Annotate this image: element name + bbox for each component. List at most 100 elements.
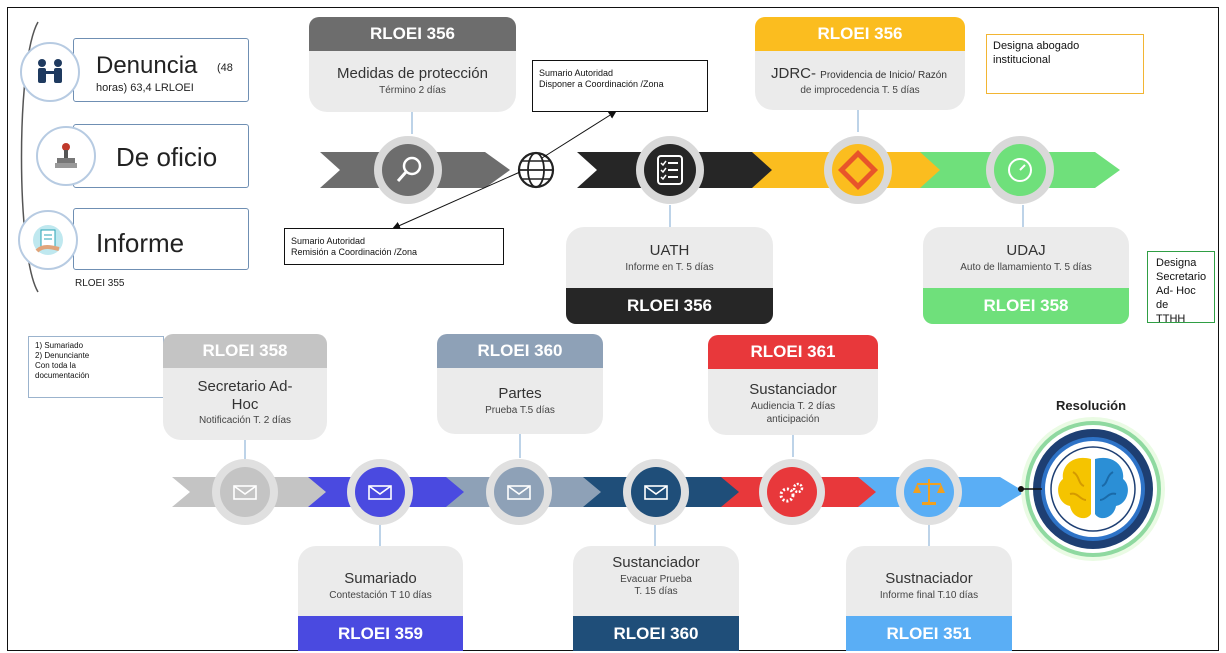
partes-sub: Prueba T.5 días	[485, 405, 555, 416]
connector-aud	[792, 435, 794, 457]
secretario-title-l2: Hoc	[231, 396, 259, 413]
connector-medidas	[411, 112, 413, 134]
note-sumariado-l2: 2) Denunciante	[35, 351, 90, 360]
secretario-band: RLOEI 358	[163, 334, 327, 368]
medidas-band: RLOEI 356	[309, 17, 516, 51]
medidas-title: Medidas de protección	[337, 65, 488, 82]
uath-sub: Informe en T. 5 días	[625, 262, 714, 273]
medidas-sub: Término 2 días	[379, 85, 446, 96]
jdrc-title-small: Providencia de Inicio/ Razón	[820, 70, 947, 81]
secretario-title-l1: Secretario Ad-	[197, 378, 293, 395]
connector-udaj	[1022, 205, 1024, 227]
note-abogado: Designa abogado institucional	[986, 34, 1144, 94]
note-abogado-l1: Designa abogado	[993, 40, 1080, 52]
secretario-card: RLOEI 358 Secretario Ad- Hoc Notificació…	[163, 334, 327, 440]
resolucion-label: Resolución	[1056, 398, 1127, 413]
note-secretario-l4: TTHH	[1156, 313, 1186, 325]
sustnaciador-band: RLOEI 351	[846, 616, 1012, 651]
partes-band: RLOEI 360	[437, 334, 603, 368]
note-secretario-l2: Secretario	[1156, 271, 1207, 283]
sumariado-band: RLOEI 359	[298, 616, 463, 651]
sustanciador-prueba-sub-l1: Evacuar Prueba	[620, 574, 692, 585]
note-disponer: Sumario Autoridad Disponer a Coordinació…	[532, 60, 708, 112]
secretario-sub: Notificación T. 2 días	[198, 415, 292, 426]
globe-icon	[517, 151, 555, 189]
gears-icon	[779, 482, 804, 503]
sustanciador-prueba-band: RLOEI 360	[573, 616, 739, 651]
sumariado-card: Sumariado Contestación T 10 días RLOEI 3…	[298, 546, 463, 651]
note-sumariado-l1: 1) Sumariado	[35, 341, 84, 350]
denuncia-title: Denuncia	[96, 52, 198, 79]
udaj-band: RLOEI 358	[923, 288, 1129, 324]
uath-card: UATH Informe en T. 5 días RLOEI 356	[566, 227, 773, 324]
scales-icon	[913, 479, 945, 505]
connector-jdrc	[857, 110, 859, 132]
uath-band: RLOEI 356	[566, 288, 773, 324]
magnifier-icon	[396, 156, 422, 182]
connector-partes	[519, 434, 521, 458]
note-disponer-l1: Sumario Autoridad	[539, 68, 614, 78]
partes-title: Partes	[498, 385, 542, 402]
note-secretario: Designa Secretario Ad- Hoc de TTHH	[1147, 251, 1215, 325]
left-bracket	[8, 20, 48, 295]
diagonal-arrows	[392, 110, 617, 230]
sustanciador-prueba-sub-l2: T. 15 días	[634, 586, 678, 597]
connector-sumariado	[379, 524, 381, 546]
user-handshake-icon	[20, 42, 80, 102]
brain-icon	[1018, 417, 1165, 561]
medidas-card: RLOEI 356 Medidas de protección Término …	[309, 17, 516, 112]
clock-icon	[1008, 158, 1032, 182]
envelope-icon	[233, 485, 257, 500]
sumariado-sub: Contestación T 10 días	[329, 590, 432, 601]
top-timeline	[320, 136, 1120, 204]
diamond-warning-icon	[838, 150, 878, 190]
note-disponer-l2: Disponer a Coordinación /Zona	[539, 79, 664, 89]
sustnaciador-title: Sustnaciador	[885, 570, 973, 587]
sustanciador-prueba-card: Sustanciador Evacuar Prueba T. 15 días R…	[573, 546, 739, 651]
udaj-sub: Auto de llamamiento T. 5 días	[960, 262, 1092, 273]
sustanciador-aud-card: RLOEI 361 Sustanciador Audiencia T. 2 dí…	[708, 335, 878, 435]
sustanciador-prueba-title: Sustanciador	[612, 554, 700, 571]
udaj-card: UDAJ Auto de llamamiento T. 5 días RLOEI…	[923, 227, 1129, 324]
sustanciador-aud-sub-l2: anticipación	[766, 414, 820, 425]
stamp-icon	[36, 126, 96, 186]
envelope-icon	[368, 485, 392, 500]
oficio-box	[73, 124, 249, 188]
jdrc-card: RLOEI 356 JDRC- Providencia de Inicio/ R…	[755, 17, 965, 110]
partes-card: RLOEI 360 Partes Prueba T.5 días	[437, 334, 603, 434]
sustanciador-aud-title: Sustanciador	[749, 381, 837, 398]
note-secretario-l3: Ad- Hoc de	[1156, 285, 1196, 311]
note-abogado-l2: institucional	[993, 54, 1051, 66]
connector-prueba	[654, 524, 656, 546]
sustanciador-aud-band: RLOEI 361	[708, 335, 878, 369]
denuncia-small: (48	[217, 62, 233, 74]
rloei-355-label: RLOEI 355	[75, 278, 125, 289]
connector-final	[928, 524, 930, 546]
jdrc-title: JDRC- Providencia de Inicio/ Razón	[771, 65, 947, 82]
checklist-icon	[657, 155, 683, 185]
connector-secretario	[244, 440, 246, 460]
note-sumariado-l4: documentación	[35, 371, 90, 380]
document-hand-icon	[18, 210, 78, 270]
note-remision-l1: Sumario Autoridad	[291, 236, 366, 246]
informe-box	[73, 208, 249, 270]
note-remision: Sumario Autoridad Remisión a Coordinació…	[284, 228, 504, 265]
bottom-timeline	[172, 459, 1025, 525]
sustnaciador-sub: Informe final T.10 días	[879, 590, 979, 601]
jdrc-sub: de improcedencia T. 5 días	[800, 85, 920, 96]
denuncia-box	[73, 38, 249, 102]
envelope-icon	[507, 485, 531, 500]
denuncia-line2: horas) 63,4 LRLOEI	[96, 82, 194, 94]
sumariado-title: Sumariado	[344, 570, 417, 587]
jdrc-title-main: JDRC-	[771, 65, 816, 82]
informe-title: Informe	[96, 228, 185, 258]
note-sumariado-l3: Con toda la	[35, 361, 76, 370]
connector-uath	[669, 205, 671, 227]
oficio-title: De oficio	[116, 142, 218, 172]
sustanciador-aud-sub-l1: Audiencia T. 2 días	[750, 401, 836, 412]
udaj-title: UDAJ	[1006, 242, 1046, 259]
note-sumariado: 1) Sumariado 2) Denunciante Con toda la …	[28, 336, 164, 398]
jdrc-band: RLOEI 356	[755, 17, 965, 51]
envelope-icon	[644, 485, 668, 500]
